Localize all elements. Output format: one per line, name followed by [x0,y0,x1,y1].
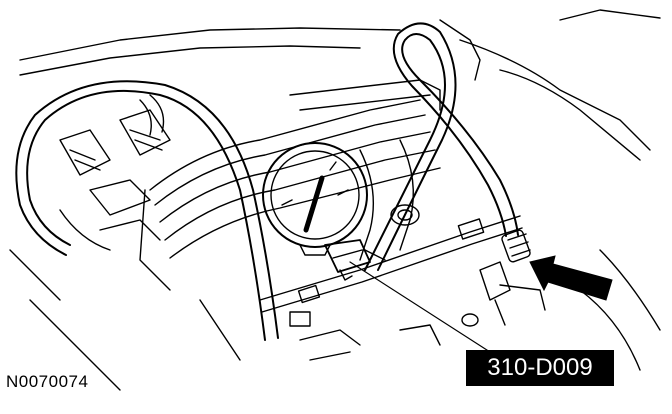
gauge-hose-left [15,80,279,341]
wiring-harness [59,94,171,251]
injectors [199,261,546,361]
tool-callout-label: 310-D009 [466,350,614,386]
intake-manifold [139,79,441,291]
callout-leader-line [349,261,491,353]
pressure-gauge-icon [262,142,386,281]
figure-id-label: N0070074 [6,372,89,391]
arrow-icon [529,255,613,301]
gauge-hose-right [364,22,519,271]
fuel-rail [259,215,523,327]
schrader-valve [501,229,531,263]
engine-bay-outline [9,9,661,391]
